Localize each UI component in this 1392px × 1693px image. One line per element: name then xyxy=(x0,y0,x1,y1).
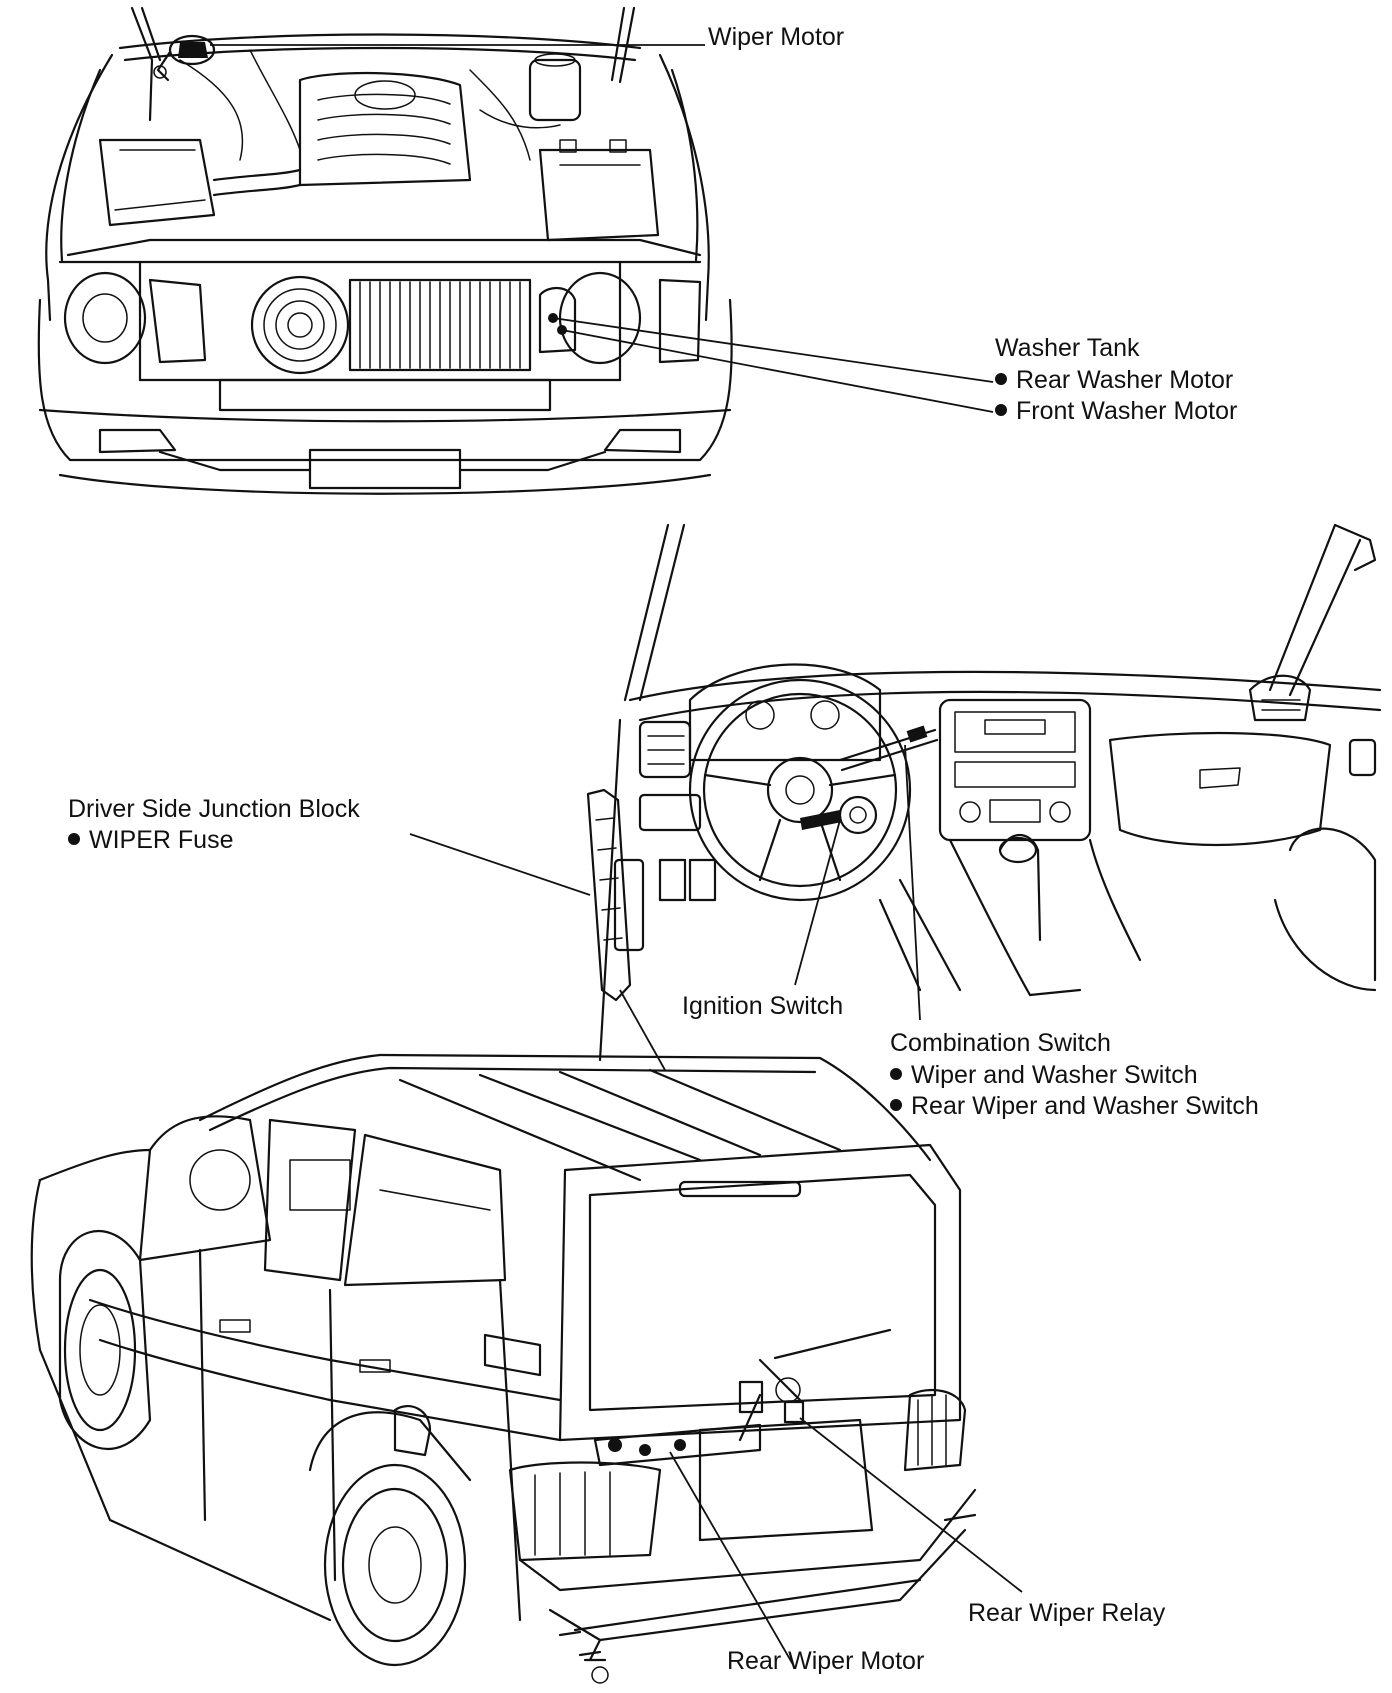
rear-wiper-relay-part xyxy=(775,1377,805,1424)
junction-block-part xyxy=(586,788,645,1002)
engine-bay-illustration xyxy=(37,6,733,495)
rear-wiper-motor-part xyxy=(593,1380,764,1467)
label-combination-switch: Combination Switch xyxy=(890,1029,1111,1057)
bullet-icon xyxy=(68,833,80,845)
combination-switch-part xyxy=(838,725,939,772)
dashboard-illustration xyxy=(598,523,1382,1062)
label-front-washer-motor: Front Washer Motor xyxy=(995,396,1237,427)
leader-combination-switch xyxy=(904,744,921,1021)
label-rear-wiper-washer-switch: Rear Wiper and Washer Switch xyxy=(890,1091,1259,1122)
wiper-motor-part xyxy=(153,34,216,82)
leader-rear-washer-motor xyxy=(552,317,994,383)
label-rear-wiper-relay: Rear Wiper Relay xyxy=(968,1599,1166,1627)
leader-junction-block xyxy=(409,833,591,896)
bullet-icon xyxy=(995,404,1007,416)
label-ignition-switch: Ignition Switch xyxy=(682,992,844,1020)
label-wiper-motor: Wiper Motor xyxy=(708,23,845,51)
leader-junction-block-lower xyxy=(619,989,666,1071)
leader-front-washer-motor xyxy=(561,329,994,413)
bullet-icon xyxy=(995,373,1007,385)
vehicle-rear-illustration xyxy=(30,1053,977,1684)
leader-rear-wiper-motor xyxy=(669,1451,796,1669)
bullet-icon xyxy=(890,1068,902,1080)
leader-ignition-switch xyxy=(794,819,841,986)
label-wiper-washer-switch: Wiper and Washer Switch xyxy=(890,1060,1198,1091)
label-washer-tank: Washer Tank xyxy=(995,334,1140,362)
leader-lines xyxy=(210,44,1023,1669)
label-rear-wiper-motor: Rear Wiper Motor xyxy=(727,1647,925,1675)
steering-wheel xyxy=(688,678,912,902)
bullet-icon xyxy=(890,1099,902,1111)
leader-rear-wiper-relay xyxy=(799,1417,1023,1593)
ignition-switch-part xyxy=(800,795,878,835)
label-rear-washer-motor: Rear Washer Motor xyxy=(995,365,1233,396)
label-wiper-fuse: WIPER Fuse xyxy=(68,825,233,856)
label-junction-block: Driver Side Junction Block xyxy=(68,795,360,823)
